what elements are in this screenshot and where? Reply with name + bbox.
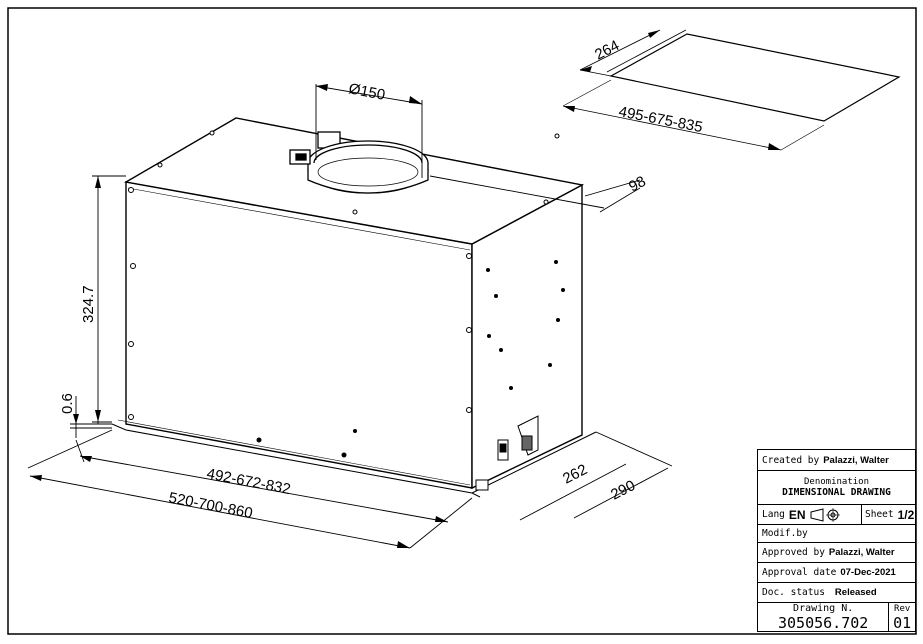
- lang-label: Lang: [762, 509, 785, 520]
- dimension-lines: [27, 84, 673, 549]
- drawing-row: Drawing N. 305056.702 Rev 01: [758, 602, 915, 632]
- status-label: Doc. status: [762, 587, 825, 598]
- created-row: Created by Palazzi, Walter: [758, 450, 915, 470]
- drawing-cell: Drawing N. 305056.702: [758, 603, 888, 632]
- approval-date-label: Approval date: [762, 567, 837, 578]
- dim-outer-width: 520-700-860: [167, 489, 254, 522]
- rev-value: 01: [893, 613, 912, 632]
- front-holes: [128, 130, 560, 420]
- dim-cover-width: 495-675-835: [617, 103, 704, 136]
- approved-row: Approved by Palazzi, Walter: [758, 542, 915, 562]
- dim-duct-diameter: Ø150: [347, 80, 386, 104]
- dim-height: 324.7: [80, 285, 97, 323]
- sheet-border: [7, 7, 917, 635]
- rev-label: Rev: [894, 603, 911, 614]
- denomination-value: DIMENSIONAL DRAWING: [782, 487, 891, 498]
- created-by-label: Created by: [762, 454, 820, 466]
- lang-row: Lang EN Sheet 1/2: [758, 504, 915, 524]
- sheet-value: 1/2: [897, 507, 915, 522]
- dim-inner-width: 492-672-832: [205, 465, 292, 498]
- lang-value: EN: [788, 507, 806, 522]
- drawing-value: 305056.702: [778, 614, 869, 632]
- modif-label: Modif.by: [762, 528, 808, 539]
- duct-collar: [289, 131, 429, 194]
- projection-symbol-icon: [810, 507, 840, 522]
- title-block: Created by Palazzi, Walter Denomination …: [757, 449, 916, 632]
- sheet-label: Sheet: [865, 509, 894, 520]
- dim-outer-depth: 290: [608, 477, 638, 504]
- dimension-arrows: [30, 30, 781, 548]
- approved-label: Approved by: [762, 547, 825, 558]
- approved-value: Palazzi, Walter: [828, 547, 895, 558]
- drawing-label: Drawing N.: [793, 603, 854, 614]
- dim-cover-depth: 264: [592, 37, 622, 64]
- status-row: Doc. status Released: [758, 582, 915, 602]
- dim-duct-offset: 98: [626, 173, 649, 196]
- denomination-label: Denomination: [803, 477, 870, 487]
- approval-date-value: 07-Dec-2021: [840, 567, 896, 578]
- rev-cell: Rev 01: [888, 603, 915, 632]
- sheet-cell: Sheet 1/2: [861, 505, 914, 524]
- side-holes: [256, 260, 565, 458]
- denomination-row: Denomination DIMENSIONAL DRAWING: [758, 470, 915, 504]
- dim-inner-depth: 262: [560, 461, 590, 488]
- approval-date-row: Approval date 07-Dec-2021: [758, 562, 915, 582]
- electrical-box: [475, 415, 539, 491]
- created-by-value: Palazzi, Walter: [823, 454, 889, 466]
- modif-row: Modif.by: [758, 524, 915, 542]
- dim-flange: 0.6: [59, 393, 76, 414]
- status-value: Released: [834, 587, 877, 598]
